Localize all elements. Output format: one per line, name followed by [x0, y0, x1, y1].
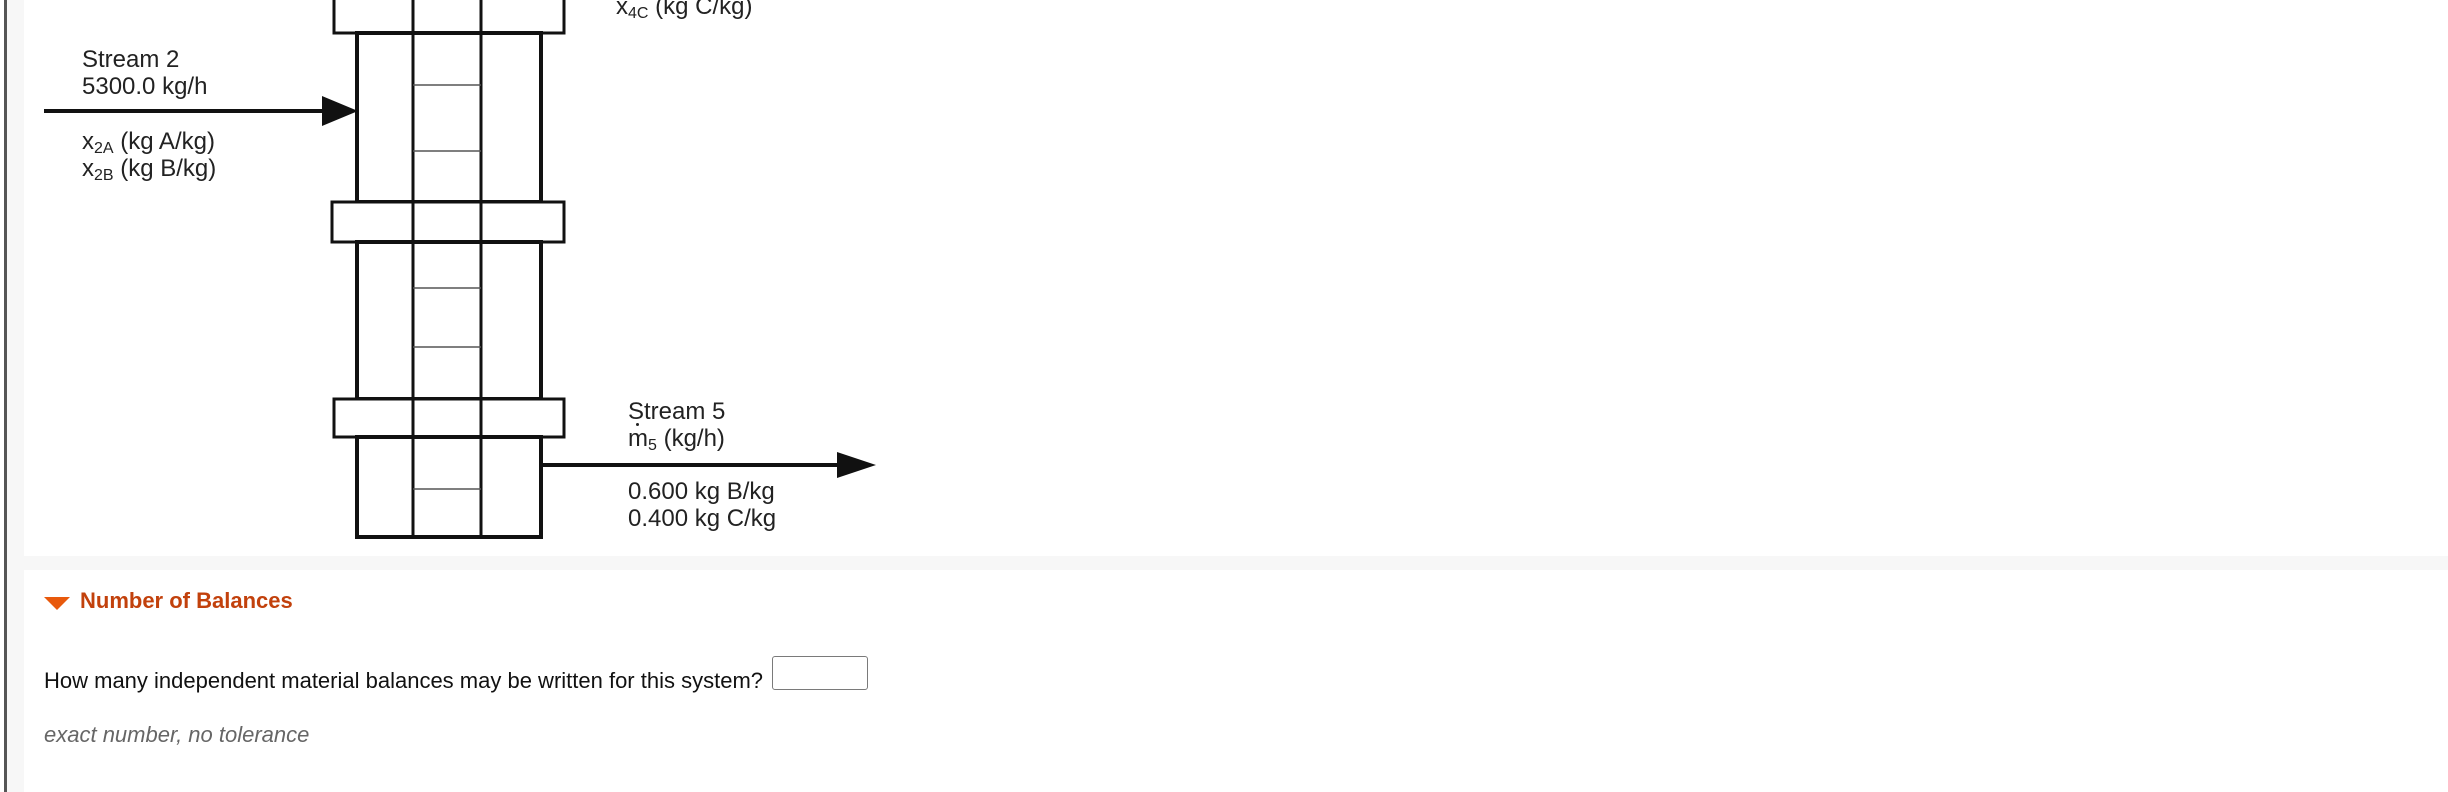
window-left-border	[0, 0, 7, 792]
process-flow-diagram: x4C (kg C/kg) Stream 2 5300.0 kg/h x2A (…	[24, 0, 2448, 556]
column-section-bottom	[355, 435, 543, 539]
stream5-composition-b: 0.600 kg B/kg	[628, 478, 775, 505]
question-panel: Number of Balances How many independent …	[24, 570, 2448, 792]
stream5-composition-c: 0.400 kg C/kg	[628, 505, 777, 532]
caret-down-icon	[44, 596, 70, 610]
stream2-flow: 5300.0 kg/h	[82, 73, 208, 100]
column-section-upper	[355, 31, 543, 204]
stream5-arrow	[541, 452, 876, 478]
tolerance-note: exact number, no tolerance	[44, 722, 310, 747]
column-lower-flange	[332, 397, 566, 439]
flowchart-svg	[44, 0, 876, 539]
stream2-arrow	[44, 96, 358, 126]
stream2-composition-b: x2B (kg B/kg)	[82, 155, 217, 184]
question-text: How many independent material balances m…	[44, 668, 764, 693]
column-section-middle	[355, 240, 543, 401]
answer-input[interactable]	[772, 656, 869, 690]
stream2-name: Stream 2	[82, 46, 180, 73]
number-of-balances-toggle[interactable]: Number of Balances	[44, 588, 293, 614]
stream2-composition-a: x2A (kg A/kg)	[82, 128, 215, 157]
stream5-flow: m5 (kg/h)	[628, 423, 725, 454]
column-middle-flange	[330, 200, 566, 244]
column-top-flange	[332, 0, 566, 35]
stream5-name: Stream 5	[628, 398, 726, 425]
question-row: How many independent material balances m…	[44, 656, 869, 698]
stream4-composition-label: x4C (kg C/kg)	[616, 0, 753, 22]
section-title: Number of Balances	[80, 588, 293, 613]
